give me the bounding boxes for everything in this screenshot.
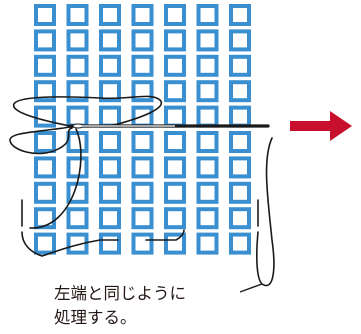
grid-cell xyxy=(66,131,89,153)
grid-cell xyxy=(196,207,219,230)
grid-cell xyxy=(66,156,89,179)
grid-cell xyxy=(229,207,251,230)
caption-leader-line xyxy=(239,283,263,293)
grid-cell xyxy=(196,156,219,179)
grid-cell xyxy=(229,156,251,179)
grid-cell xyxy=(99,29,121,52)
grid-cell xyxy=(131,131,154,153)
grid-cell xyxy=(164,131,186,153)
grid-cell xyxy=(164,181,186,204)
left-thread-loops xyxy=(9,95,163,229)
bottom-woven-thread xyxy=(21,199,185,257)
grid-cell xyxy=(229,232,251,255)
grid-cell xyxy=(229,181,251,204)
grid-cell xyxy=(164,232,186,255)
grid-cell xyxy=(229,4,251,26)
grid-cell xyxy=(66,207,89,230)
grid-cell xyxy=(34,131,56,153)
grid-cell xyxy=(164,80,186,103)
grid-cell xyxy=(131,207,154,230)
grid-cell xyxy=(34,29,56,52)
grid-cell xyxy=(229,131,251,153)
grid-cell xyxy=(131,54,154,77)
grid-cell xyxy=(34,207,56,230)
grid-cell xyxy=(164,156,186,179)
grid-cell xyxy=(229,54,251,77)
grid-cell xyxy=(131,156,154,179)
canvas-grid xyxy=(34,4,251,255)
right-thread-loop xyxy=(256,137,275,287)
grid-cell xyxy=(99,232,121,255)
grid-cell xyxy=(34,232,56,255)
grid-cell xyxy=(34,181,56,204)
direction-arrow-icon xyxy=(290,111,352,141)
caption-line-2: 処理する。 xyxy=(54,308,137,327)
grid-cell xyxy=(164,54,186,77)
caption-line-1: 左端と同じように xyxy=(54,284,186,303)
grid-cell xyxy=(229,29,251,52)
grid-cell xyxy=(131,29,154,52)
grid-cell xyxy=(229,105,251,128)
grid-cell xyxy=(99,54,121,77)
grid-cell xyxy=(66,232,89,255)
grid-cell xyxy=(131,4,154,26)
grid-cell xyxy=(66,29,89,52)
grid-cell xyxy=(34,80,56,103)
grid-cell xyxy=(196,29,219,52)
grid-cell xyxy=(34,156,56,179)
grid-cell xyxy=(164,105,186,128)
grid-cell xyxy=(99,181,121,204)
grid-cell xyxy=(164,29,186,52)
grid-cell xyxy=(99,131,121,153)
grid-cell xyxy=(99,4,121,26)
grid-cell xyxy=(196,181,219,204)
grid-cell xyxy=(131,181,154,204)
grid-cell xyxy=(196,232,219,255)
grid-cell xyxy=(196,105,219,128)
grid-cell xyxy=(34,54,56,77)
grid-cell xyxy=(196,80,219,103)
grid-cell xyxy=(66,54,89,77)
needle-icon xyxy=(68,123,270,129)
grid-cell xyxy=(164,4,186,26)
grid-cell xyxy=(229,80,251,103)
grid-cell xyxy=(99,105,121,128)
grid-cell xyxy=(66,80,89,103)
grid-cell xyxy=(66,4,89,26)
grid-cell xyxy=(99,156,121,179)
grid-cell xyxy=(99,207,121,230)
grid-cell xyxy=(131,232,154,255)
grid-cell xyxy=(34,4,56,26)
grid-cell xyxy=(66,105,89,128)
grid-cell xyxy=(196,131,219,153)
grid-cell xyxy=(99,80,121,103)
grid-cell xyxy=(164,207,186,230)
grid-cell xyxy=(196,54,219,77)
grid-cell xyxy=(196,4,219,26)
grid-cell xyxy=(34,105,56,128)
